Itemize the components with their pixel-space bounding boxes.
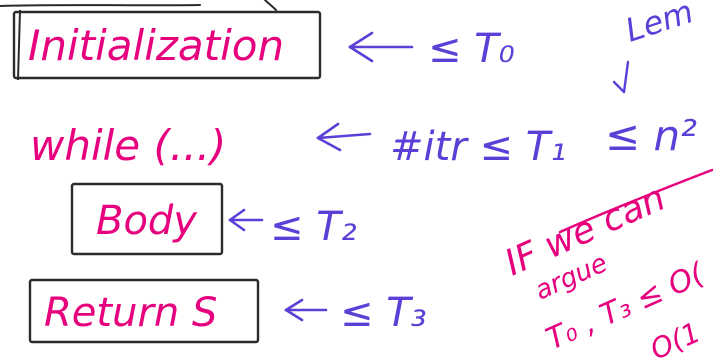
body-label: Body: [96, 198, 198, 244]
initialization-label: Initialization: [28, 21, 284, 70]
while-extra-bound: ≤ n²: [605, 111, 697, 160]
arrow-down-icon: [612, 60, 630, 94]
argument-line-4: O(1: [645, 316, 705, 360]
initialization-box: [12, 10, 322, 80]
box-overdraw-stroke: [17, 9, 21, 81]
body-box: [70, 182, 224, 256]
arrow-left-icon: [348, 31, 414, 63]
return-box: [28, 278, 260, 344]
lemma-note: Lem: [621, 0, 698, 50]
argument-underline: [558, 168, 714, 234]
arrow-left-icon: [284, 298, 328, 322]
initialization-bound: ≤ T₀: [428, 26, 515, 72]
stray-stroke: [0, 4, 201, 7]
while-label: while (...): [30, 121, 226, 170]
return-bound: ≤ T₃: [340, 290, 427, 336]
while-bound: #itr ≤ T₁: [390, 124, 566, 170]
arrow-left-icon: [228, 208, 264, 232]
return-label: Return S: [44, 290, 217, 336]
stray-stroke: [264, 0, 277, 11]
arrow-left-icon: [316, 122, 372, 152]
body-bound: ≤ T₂: [270, 204, 357, 250]
